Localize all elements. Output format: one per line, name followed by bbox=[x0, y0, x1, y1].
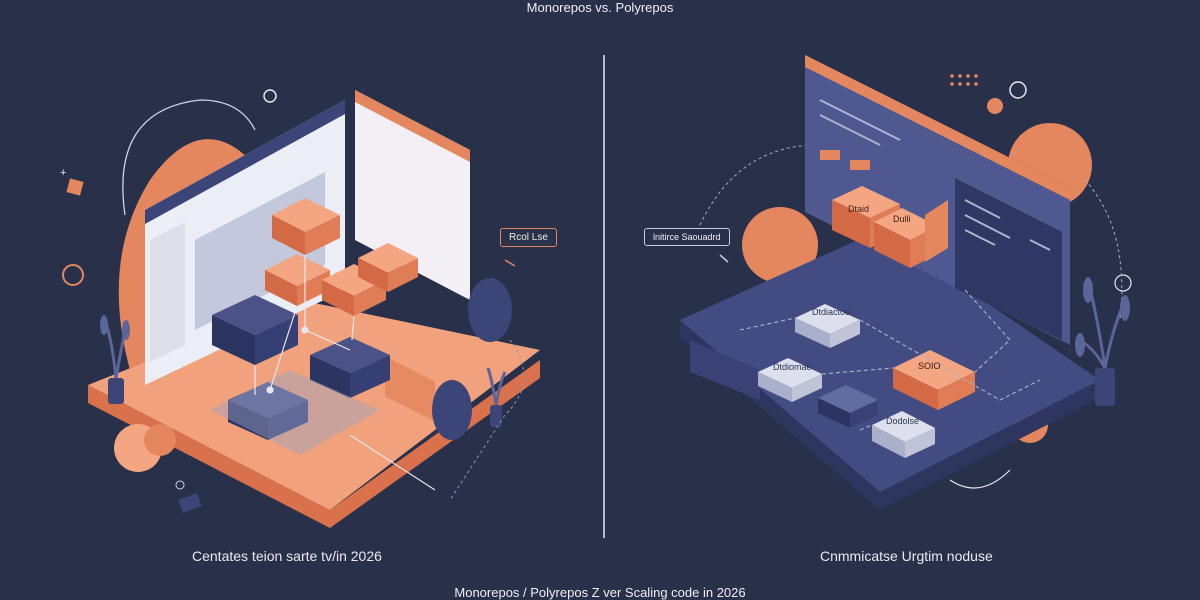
right-small-ring bbox=[1114, 274, 1132, 292]
box-label-dtdiactoe: Dtdiactoe bbox=[812, 307, 851, 317]
right-blob-small bbox=[987, 98, 1003, 114]
left-sphere-2 bbox=[144, 424, 176, 456]
right-window-panel bbox=[955, 178, 1062, 340]
left-small-tile bbox=[178, 493, 202, 513]
left-deco-circle bbox=[62, 264, 84, 286]
left-platform-side bbox=[88, 360, 540, 528]
page-title: Monorepos vs. Polyrepos bbox=[526, 0, 674, 15]
right-light-boxes bbox=[758, 304, 975, 458]
box-label-dtaid: Dtaid bbox=[848, 204, 870, 214]
box-label-dodolse: Dodolse bbox=[886, 416, 920, 426]
left-navy-dome bbox=[432, 380, 472, 440]
left-plus-icon: + bbox=[60, 167, 66, 179]
right-caption: Cnmmicatse Urgtim noduse bbox=[820, 548, 993, 564]
polyrepo-illustration bbox=[680, 55, 1132, 510]
left-back-window-header bbox=[355, 90, 470, 162]
right-bottom-arrow bbox=[949, 469, 1011, 489]
left-arrow bbox=[349, 434, 436, 491]
left-callout-line bbox=[504, 259, 516, 267]
left-orange-blocks bbox=[265, 198, 418, 316]
box-label-dulli: Dulli bbox=[893, 214, 911, 224]
right-window-header bbox=[805, 55, 1070, 200]
left-back-window-card bbox=[385, 356, 435, 422]
box-label-soio: SOIO bbox=[918, 361, 941, 371]
right-window-lines bbox=[819, 99, 1051, 251]
left-navy-dome-2 bbox=[468, 278, 512, 342]
monorepo-illustration: + bbox=[60, 89, 540, 528]
right-callout-line bbox=[719, 254, 729, 263]
left-small-ring bbox=[175, 480, 185, 490]
right-dots bbox=[950, 74, 978, 86]
right-platform-step bbox=[690, 340, 760, 400]
box-label-dtdiomae: Dtdiomae bbox=[773, 362, 812, 372]
left-plant-2 bbox=[486, 367, 507, 427]
right-ring bbox=[1009, 81, 1027, 99]
right-plant bbox=[1075, 277, 1130, 406]
left-deco-cube bbox=[66, 178, 84, 196]
footer-caption: Monorepos / Polyrepos Z ver Scaling code… bbox=[454, 585, 746, 600]
left-connections bbox=[254, 255, 355, 395]
left-plant bbox=[100, 315, 130, 404]
right-callout-label: lnitirce Saouadrd bbox=[644, 228, 730, 246]
right-window-chip-1 bbox=[820, 150, 840, 160]
right-window-chip-2 bbox=[850, 160, 870, 170]
right-dashed-connections bbox=[739, 289, 1041, 431]
left-caption: Centates teion sarte tv/in 2026 bbox=[192, 548, 382, 564]
left-navy-blocks bbox=[210, 295, 390, 455]
left-window-sidebar bbox=[150, 222, 185, 362]
left-front-window-header bbox=[145, 100, 345, 224]
left-callout-label: Rcol Lse bbox=[500, 228, 557, 247]
right-blob-left bbox=[742, 207, 818, 283]
left-arc bbox=[122, 99, 256, 216]
left-deco-ring bbox=[263, 89, 277, 103]
right-platform-top bbox=[680, 230, 1100, 492]
right-orange-blocks bbox=[832, 186, 948, 268]
